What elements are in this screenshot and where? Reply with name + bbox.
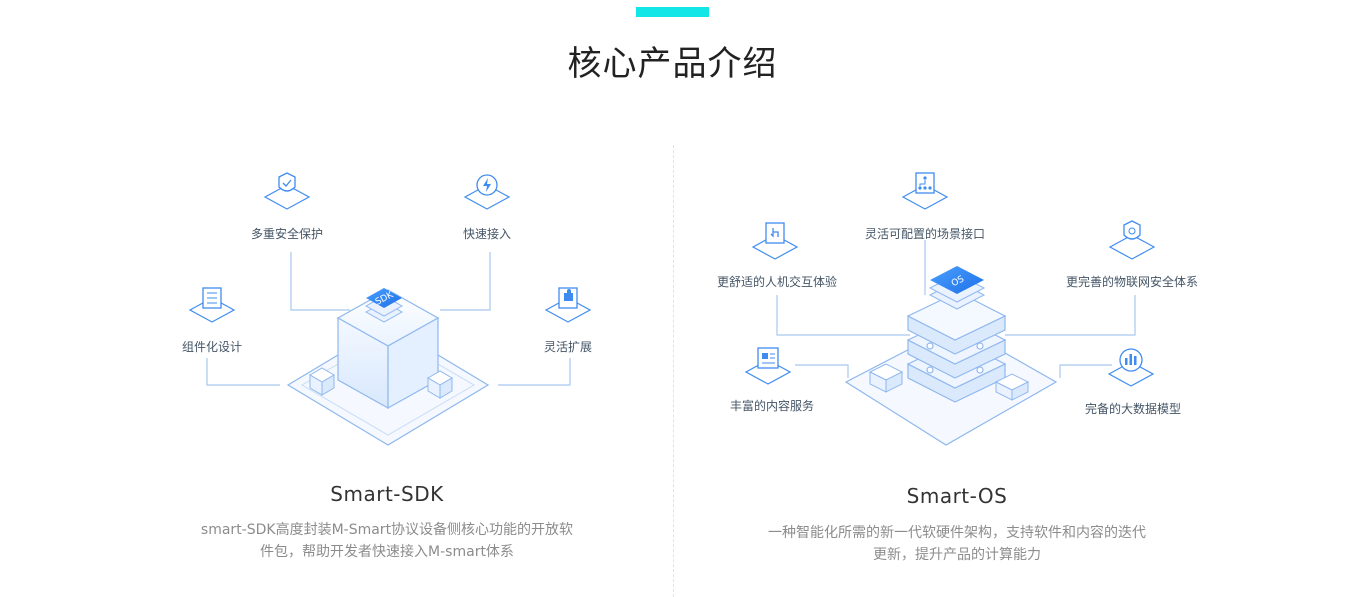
small-block-left	[309, 367, 335, 396]
feature-label: 丰富的内容服务	[730, 398, 814, 413]
product-desc-line: 一种智能化所需的新一代软硬件架构，支持软件和内容的迭代	[768, 525, 1146, 541]
feature-label: 更舒适的人机交互体验	[717, 274, 837, 289]
puzzle-icon	[544, 287, 592, 323]
os-badge: OS	[928, 266, 986, 310]
page-title: 核心产品介绍	[567, 44, 778, 84]
network-icon	[901, 172, 949, 210]
product-title-smart-os: Smart-OS	[906, 484, 1008, 508]
smart-sdk-illustration: SDK 多重安全保护 快速接入 组件化设计 灵活扩展	[170, 160, 620, 464]
feature-label: 完备的大数据模型	[1085, 401, 1181, 416]
connector-lines	[206, 252, 571, 386]
small-block-right	[427, 370, 453, 399]
product-desc-smart-os: 一种智能化所需的新一代软硬件架构，支持软件和内容的迭代 更新，提升产品的计算能力	[720, 522, 1194, 566]
lightning-icon	[463, 174, 511, 210]
server-stack	[906, 291, 1007, 403]
product-desc-line: 更新，提升产品的计算能力	[873, 547, 1041, 563]
feature-label: 快速接入	[463, 226, 511, 241]
column-divider	[673, 145, 674, 597]
bar-chart-icon	[1107, 348, 1155, 387]
feature-label: 灵活扩展	[544, 340, 592, 354]
sliders-icon	[188, 287, 236, 323]
connector-lines	[776, 240, 1136, 378]
sdk-cube	[336, 289, 440, 410]
shield-check-icon	[263, 172, 311, 210]
feature-label: 组件化设计	[182, 340, 242, 354]
small-unit-right	[994, 373, 1030, 401]
section-accent-bar	[636, 7, 709, 17]
product-desc-smart-sdk: smart-SDK高度封装M-Smart协议设备侧核心功能的开放软 件包，帮助开…	[160, 519, 614, 563]
smart-os-illustration: OS 灵活可配置的场景接口 更舒适的人机交互体验 更完善的物联网安全体系	[700, 160, 1220, 464]
content-icon	[744, 347, 792, 385]
feature-label: 更完善的物联网安全体系	[1066, 274, 1198, 289]
product-desc-line: smart-SDK高度封装M-Smart协议设备侧核心功能的开放软	[200, 522, 574, 538]
security-icon	[1108, 220, 1156, 260]
touch-icon	[751, 222, 799, 260]
feature-label: 多重安全保护	[251, 226, 323, 241]
product-desc-line: 件包，帮助开发者快速接入M-smart体系	[260, 544, 514, 560]
small-unit-left	[868, 363, 904, 393]
product-title-smart-sdk: Smart-SDK	[330, 482, 444, 506]
sdk-badge: SDK	[364, 288, 404, 323]
feature-label: 灵活可配置的场景接口	[865, 226, 985, 241]
